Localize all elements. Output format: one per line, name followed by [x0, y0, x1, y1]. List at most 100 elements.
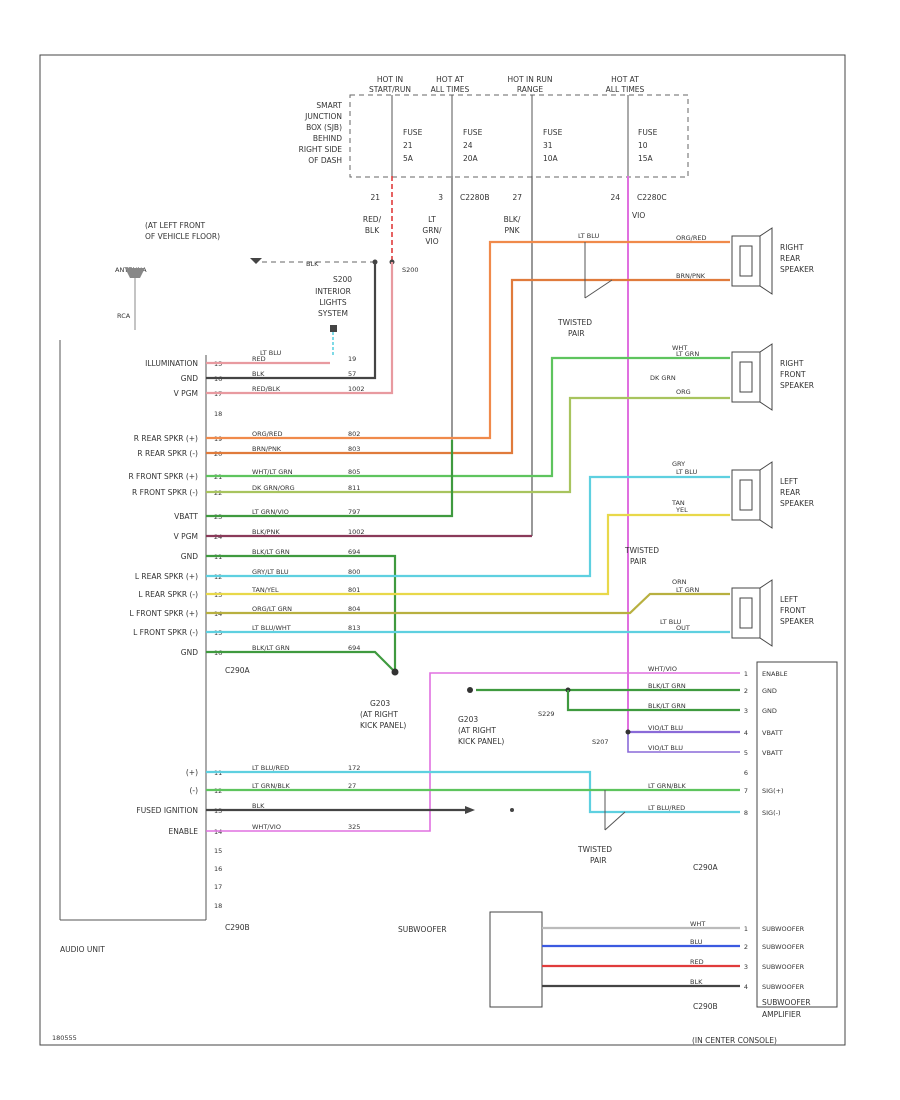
ground-g203-dot	[391, 668, 399, 676]
lower-pin-color-1: LT GRN/BLK	[252, 782, 290, 790]
wire-enable	[206, 672, 740, 832]
lower-pin-color-2: BLK	[252, 802, 265, 810]
wire-sig-pos	[206, 770, 740, 814]
speaker-cone-icon-1	[759, 343, 773, 411]
wire-vbatt	[206, 440, 454, 518]
pin-color-2: RED/BLK	[252, 385, 281, 393]
twisted-pair-bottom-1: TWISTED	[577, 845, 612, 854]
fuse-amp-1: 5A	[403, 154, 414, 163]
wire-label-ltgrnvio-2: GRN/	[422, 226, 442, 235]
audio-unit-label: AUDIO UNIT	[60, 945, 105, 954]
amp-sub-pin-wire-1: BLU	[690, 938, 703, 946]
wire-gnd-blk	[206, 262, 377, 380]
speaker-name-1-0: RIGHT	[780, 359, 804, 368]
fuse-box-label-4: BEHIND	[313, 134, 342, 143]
lower-pin-number-7: 18	[214, 902, 222, 910]
fuse-column-1: HOT IN START/RUN FUSE 21 5A 21	[369, 75, 423, 202]
wire-label-ltgrnvio-1: LT	[428, 215, 436, 224]
pin-circuit-4: 802	[348, 430, 360, 438]
antenna-icon	[125, 268, 145, 278]
antenna: ANTENNA RCA	[115, 266, 147, 330]
pin-circuit-11: 800	[348, 568, 360, 576]
speaker-w2-2: YEL	[675, 506, 688, 514]
twisted-pair-mid-1: TWISTED	[624, 546, 659, 555]
subwoofer-label: SUBWOOFER	[398, 925, 447, 934]
g203b-loc-1: (AT RIGHT	[458, 726, 496, 735]
amp-pin-number-5: 6	[744, 769, 748, 777]
audio-unit-connector: C290B	[225, 923, 250, 932]
fuse-num-3: 31	[543, 141, 553, 150]
amp-sub-pin-number-0: 1	[744, 925, 748, 933]
twisted-pair-2: PAIR	[568, 329, 585, 338]
amp-pin-number-2: 3	[744, 707, 748, 715]
fuse-hot2-4: ALL TIMES	[606, 85, 645, 94]
speaker-w2-1: ORG	[676, 388, 691, 396]
fuse-num-4: 10	[638, 141, 648, 150]
antenna-sub: RCA	[117, 312, 131, 320]
wire-label-vio: VIO	[632, 211, 645, 220]
wire-label-blkpnk-1: BLK/	[504, 215, 521, 224]
amp-name-3: (IN CENTER CONSOLE)	[692, 1036, 777, 1045]
speaker-name-1-1: FRONT	[780, 370, 806, 379]
pin-label-0: ILLUMINATION	[145, 359, 198, 368]
fuse-label-4: FUSE	[638, 128, 658, 137]
ground-symbol	[250, 258, 262, 264]
ground-top-label-2: OF VEHICLE FLOOR)	[145, 232, 220, 241]
amp-name-1: SUBWOOFER	[762, 998, 811, 1007]
fuse-box: SMART JUNCTION BOX (SJB) BEHIND RIGHT SI…	[299, 75, 689, 202]
audio-unit: AUDIO UNIT C290B C290A	[59, 340, 251, 954]
lower-pin-number-6: 17	[214, 883, 222, 891]
g203-loc-1: (AT RIGHT	[360, 710, 398, 719]
g203-loc-2: KICK PANEL)	[360, 721, 406, 730]
wire-r-front-neg	[206, 396, 730, 494]
amp-pin-number-4: 5	[744, 749, 748, 757]
amp-connector-2: C290B	[693, 1002, 718, 1011]
wht-label: WHT	[672, 344, 687, 352]
wire-label-red-blk-2: BLK	[365, 226, 380, 235]
amp-pin-wire-1: BLK/LT GRN	[648, 682, 686, 690]
amp-pin-label-7: SIG(-)	[762, 809, 781, 817]
ground-top-label-1: (AT LEFT FRONT	[145, 221, 206, 230]
pin-label-7: R FRONT SPKR (-)	[132, 488, 198, 497]
amp-sub-pin-label-1: SUBWOOFER	[762, 943, 805, 951]
orn-label: ORN	[672, 578, 687, 586]
wire-vpgm-redblk	[206, 262, 394, 395]
footer-id: 180555	[52, 1034, 77, 1042]
speaker-name-3-1: FRONT	[780, 606, 806, 615]
pin-circuit-8: 797	[348, 508, 360, 516]
fuse-pin-2: 3	[438, 193, 443, 202]
speaker-name-0-1: REAR	[780, 254, 800, 263]
g203-id: G203	[370, 699, 390, 708]
fuse-hot2-3: RANGE	[517, 85, 543, 94]
fuse-label-3: FUSE	[543, 128, 563, 137]
wire-amp-vbatt-2	[627, 732, 740, 753]
amp-pin-label-2: GND	[762, 707, 777, 715]
dk-grn-label: DK GRN	[650, 374, 676, 382]
amp-sub-pin-label-0: SUBWOOFER	[762, 925, 805, 933]
pin-circuit-9: 1002	[348, 528, 365, 536]
lower-pin-number-3: 14	[214, 828, 222, 836]
pin-circuit-5: 803	[348, 445, 360, 453]
pin-label-5: R REAR SPKR (-)	[137, 449, 198, 458]
amp-sub-pin-label-3: SUBWOOFER	[762, 983, 805, 991]
audio-unit-connector-2: C290A	[225, 666, 251, 675]
lower-pin-color-0: LT BLU/RED	[252, 764, 289, 772]
amp-pin-wire-0: WHT/VIO	[648, 665, 677, 673]
amp-pin-label-4: VBATT	[762, 749, 783, 757]
pin-color-6: WHT/LT GRN	[252, 468, 293, 476]
pin-color-14: LT BLU/WHT	[252, 624, 291, 632]
pin-label-11: L REAR SPKR (+)	[135, 572, 198, 581]
pin-label-12: L REAR SPKR (-)	[138, 590, 198, 599]
speaker-name-1-2: SPEAKER	[780, 381, 814, 390]
speaker-name-2-2: SPEAKER	[780, 499, 814, 508]
pin-label-8: VBATT	[174, 512, 198, 521]
twisted-pair-mid-2: PAIR	[630, 557, 647, 566]
fuse-hot2-1: START/RUN	[369, 85, 411, 94]
amp-pin-wire-3: VIO/LT BLU	[648, 724, 683, 732]
pin-label-14: L FRONT SPKR (-)	[133, 628, 198, 637]
amp-pin-wire-2: BLK/LT GRN	[648, 702, 686, 710]
pin-label-13: L FRONT SPKR (+)	[130, 609, 199, 618]
wire-label-red-blk-1: RED/	[363, 215, 382, 224]
